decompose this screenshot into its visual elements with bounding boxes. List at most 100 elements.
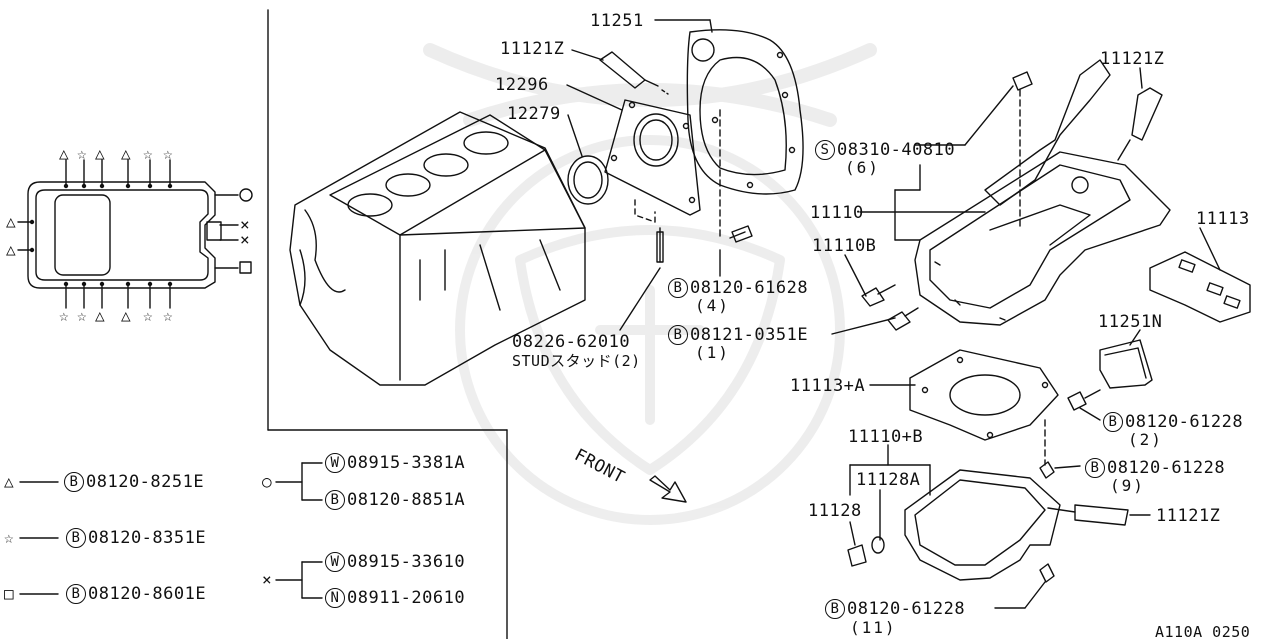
pan-mark-left-1: △	[6, 212, 16, 231]
pan-mark-bottom-4: △	[121, 306, 131, 325]
pan-mark-top-1: △	[59, 144, 69, 163]
part-number: 08310-40810	[837, 140, 956, 160]
pan-mark-right-cross-2: ×	[240, 230, 250, 249]
label-11110b: 11110B	[812, 236, 877, 256]
label-11121z-right: 11121Z	[1100, 49, 1165, 69]
part-number: 08915-33610	[347, 552, 466, 572]
prefix-badge: B	[1103, 412, 1123, 432]
part-number: 08120-61628	[690, 278, 809, 298]
part-number: 08120-61228	[1125, 412, 1244, 432]
prefix-badge: B	[66, 584, 86, 604]
part-number: 08120-8601E	[88, 584, 207, 604]
legend-square-symbol: □	[4, 584, 14, 603]
legend-triangle-symbol: △	[4, 472, 14, 491]
upper-oil-pan	[914, 59, 1171, 326]
drain-plug	[847, 536, 885, 567]
part-number: 08120-8851A	[347, 490, 466, 510]
prefix-badge: B	[64, 472, 84, 492]
label-11110: 11110	[810, 203, 864, 223]
part-number: 08911-20610	[347, 588, 466, 608]
label-stud-number: 08226-62010	[512, 332, 631, 352]
pan-mark-bottom-2: ☆	[77, 306, 87, 325]
baffle-plate	[1149, 251, 1251, 323]
label-11128: 11128	[808, 501, 862, 521]
prefix-badge: W	[325, 552, 345, 572]
cover-plate	[1067, 339, 1153, 411]
part-number: 08121-0351E	[690, 325, 809, 345]
qty-s08310: (6)	[845, 158, 880, 177]
pan-mark-bottom-3: △	[95, 306, 105, 325]
pan-mark-top-2: ☆	[77, 144, 87, 163]
label-11113a: 11113+A	[790, 376, 866, 396]
front-arrow	[649, 475, 687, 503]
prefix-badge: B	[325, 490, 345, 510]
pan-mark-bottom-1: ☆	[59, 306, 69, 325]
engine-block	[289, 111, 586, 386]
part-number: 08120-8351E	[88, 528, 207, 548]
label-11110b-plus: 11110+B	[848, 427, 924, 447]
part-number: 08120-61228	[847, 599, 966, 619]
label-12296: 12296	[495, 75, 549, 95]
part-number: 08915-3381A	[347, 453, 466, 473]
qty-b08120-61228-b: (9)	[1110, 476, 1145, 495]
pan-side-bolts	[861, 284, 919, 331]
label-11121z-bottom: 11121Z	[1156, 506, 1221, 526]
oil-pan-gasket-outline	[17, 159, 253, 309]
prefix-badge: N	[325, 588, 345, 608]
qty-b08120-61228-a: (2)	[1128, 430, 1163, 449]
label-stud-desc: STUDスタッド(2)	[512, 352, 641, 370]
pan-mark-bottom-5: ☆	[143, 306, 153, 325]
label-11121z-top: 11121Z	[500, 39, 565, 59]
sealant-tube-top	[599, 51, 669, 95]
baffle-plate-a	[909, 349, 1059, 441]
lower-oil-pan	[904, 419, 1129, 583]
qty-b08121: (1)	[695, 343, 730, 362]
pan-mark-left-2: △	[6, 240, 16, 259]
page-code: A110A 0250	[1155, 623, 1251, 641]
bolt-61628	[719, 109, 753, 243]
leader-lines	[19, 19, 1221, 609]
legend-star-symbol: ☆	[4, 528, 14, 547]
label-11128a: 11128A	[856, 470, 921, 490]
prefix-badge: B	[668, 325, 688, 345]
prefix-badge: B	[1085, 458, 1105, 478]
qty-b08120-61228-c: (11)	[850, 618, 897, 637]
pan-mark-top-4: △	[121, 144, 131, 163]
sealant-tube-right	[1117, 87, 1163, 161]
prefix-badge: B	[668, 278, 688, 298]
label-11251n: 11251N	[1098, 312, 1163, 332]
pan-mark-top-6: ☆	[163, 144, 173, 163]
pan-mark-top-5: ☆	[143, 144, 153, 163]
oil-seal-retainer	[567, 99, 701, 263]
frame-lines	[267, 9, 508, 639]
legend-circle-symbol: ○	[262, 472, 272, 491]
prefix-badge: S	[815, 140, 835, 160]
legend-cross-symbol: ×	[262, 570, 272, 589]
prefix-badge: W	[325, 453, 345, 473]
label-11251: 11251	[590, 11, 644, 31]
pan-mark-top-3: △	[95, 144, 105, 163]
pan-mark-right-cross-1: ×	[240, 215, 250, 234]
prefix-badge: B	[66, 528, 86, 548]
label-11113: 11113	[1196, 209, 1250, 229]
part-number: 08120-61228	[1107, 458, 1226, 478]
pan-mark-bottom-6: ☆	[163, 306, 173, 325]
qty-b08120-61628: (4)	[695, 296, 730, 315]
part-number: 08120-8251E	[86, 472, 205, 492]
label-12279: 12279	[507, 104, 561, 124]
rear-plate	[686, 29, 804, 195]
